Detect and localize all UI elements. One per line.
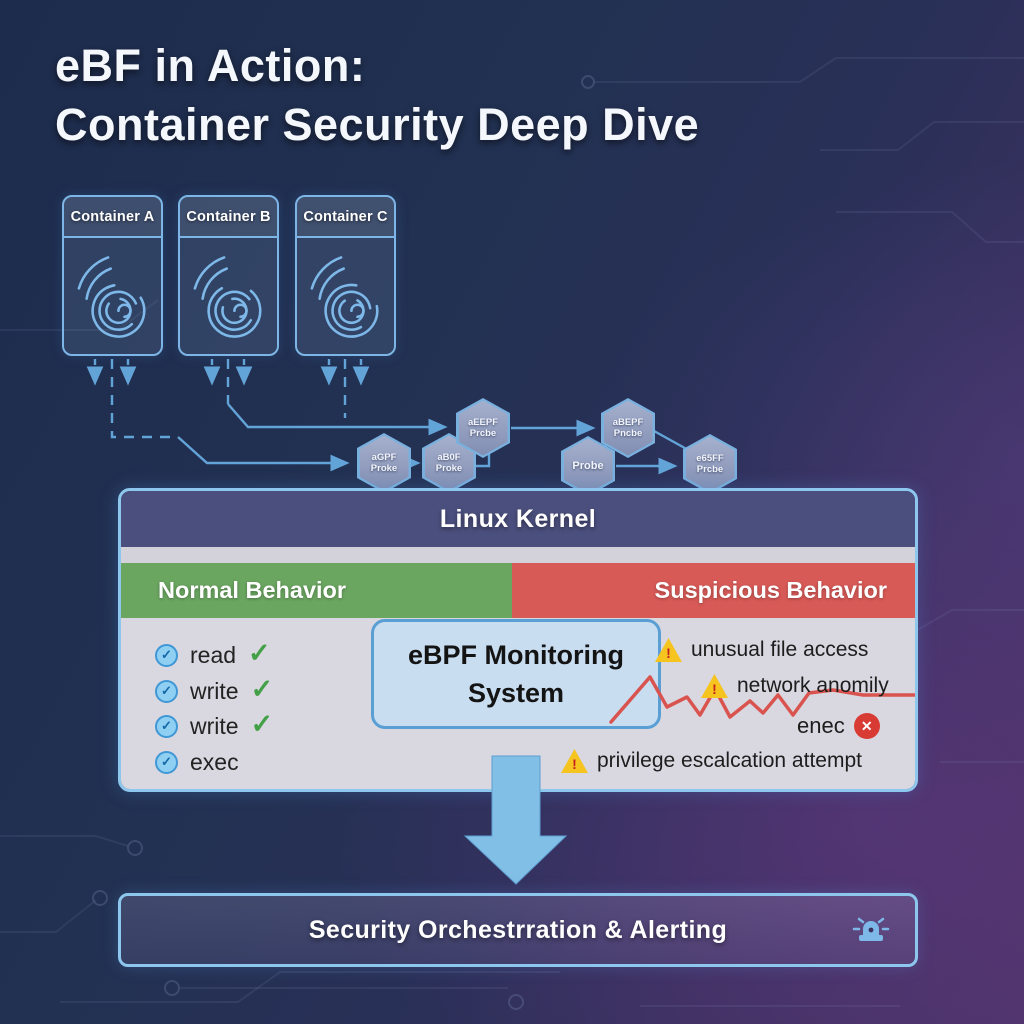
allowed-check-icon: ✓ [250,708,274,739]
title-line-2: Container Security Deep Dive [55,99,700,150]
process-swirl-icon [310,256,379,338]
container-c-label: Container C [297,197,394,238]
security-orchestration-bar: Security Orchestrration & Alerting [118,893,918,967]
syscall-check-icon: ✓ [155,643,178,667]
probe-label-line1: Probe [572,459,604,472]
container-b-label: Container B [180,197,277,238]
suspicious-label: network anomily [737,674,889,697]
probe-label-line1: aB0F [437,452,461,463]
container-c-swirl [305,245,391,349]
probe-label-line1: aBEPF [612,417,644,428]
allowed-check-icon: ✓ [248,637,271,668]
ebpf-probe-hexagon-1: aGPF Proke [357,433,411,493]
kernel-title: Linux Kernel [121,491,915,547]
container-a-box: Container A [62,195,163,356]
container-b-swirl [188,245,274,349]
process-swirl-icon [77,256,146,338]
container-c-box: Container C [295,195,396,356]
normal-item-write-1: ✓ write ✓ [155,673,274,706]
page-title: eBF in Action: Container Security Deep D… [55,36,699,154]
syscall-label: read [190,641,237,668]
orchestration-label: Security Orchestrration & Alerting [308,915,728,944]
container-b-box: Container B [178,195,279,356]
probe-label-line2: Pncbe [613,428,643,439]
siren-alert-icon [852,917,890,941]
kernel-divider-strip [121,547,915,563]
warning-icon: ! [655,638,682,662]
title-line-1: eBF in Action: [55,40,366,91]
ebpf-monitoring-system-box: eBPF Monitoring System [371,619,661,729]
container-a-label: Container A [64,197,161,238]
suspicious-item-file-access: ! unusual file access [655,636,868,664]
normal-behavior-header: Normal Behavior [121,563,513,618]
error-x-icon: ✕ [853,713,880,739]
suspicious-label: enec [797,713,845,738]
ebpf-probe-hexagon-5: Probe [561,436,615,496]
suspicious-behavior-header: Suspicious Behavior [512,563,915,618]
suspicious-label: privilege escalcation attempt [597,749,862,772]
probe-label-line2: Proke [435,463,463,474]
normal-item-exec: ✓ exec [155,747,239,777]
allowed-check-icon: ✓ [250,673,274,704]
syscall-label: write [190,677,239,704]
suspicious-label: unusual file access [691,638,869,661]
suspicious-item-privilege-escalation: ! privilege escalcation attempt [561,747,862,775]
probe-label-line2: Proke [370,463,398,474]
probe-label-line1: aGPF [371,452,397,463]
flow-down-arrow [463,755,568,885]
probe-label-line2: Prcbe [696,464,724,475]
syscall-label: exec [190,748,239,775]
monitor-label-line1: eBPF Monitoring [408,640,624,670]
probe-label-line2: Prcbe [469,428,497,439]
suspicious-item-network-anomaly: ! network anomily [701,672,889,700]
probe-label-line1: e65FF [696,453,724,464]
probe-label-line1: aEEPF [467,417,499,428]
syscall-check-icon: ✓ [155,714,178,738]
ebpf-probe-hexagon-3: aEEPF Prcbe [456,398,510,458]
suspicious-item-exec-blocked: enec ✕ [797,712,880,740]
ebpf-probe-hexagon-6: e65FF Prcbe [683,434,737,494]
linux-kernel-panel: Linux Kernel Normal Behavior Suspicious … [118,488,918,792]
ebpf-probe-hexagon-4: aBEPF Pncbe [601,398,655,458]
syscall-check-icon: ✓ [155,679,178,703]
warning-icon: ! [701,674,728,698]
normal-item-write-2: ✓ write ✓ [155,708,274,741]
kernel-body: ✓ read ✓ ✓ write ✓ ✓ write ✓ ✓ exec eBPF… [121,618,915,789]
process-swirl-icon [193,256,262,338]
normal-item-read: ✓ read ✓ [155,637,271,670]
anomaly-spike-line [609,675,915,724]
syscall-check-icon: ✓ [155,750,178,774]
syscall-label: write [190,712,239,739]
container-a-swirl [72,245,158,349]
monitor-label-line2: System [467,678,565,708]
